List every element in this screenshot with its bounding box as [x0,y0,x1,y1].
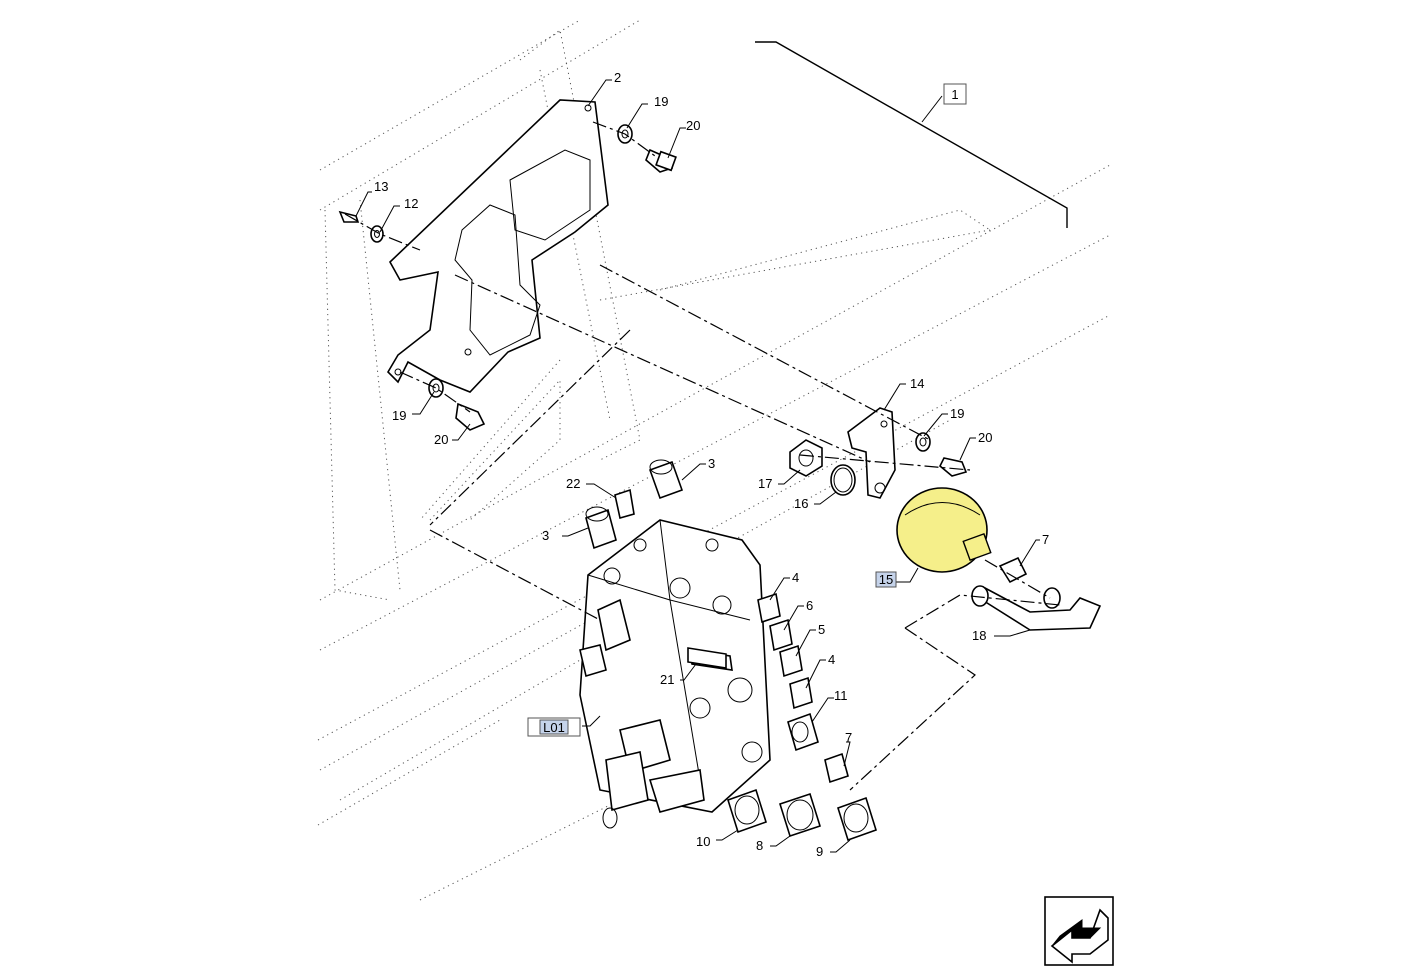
callout-15: 15 [879,572,893,587]
bolt-20-left [455,402,486,431]
callout-13: 13 [374,179,388,194]
fitting-9 [837,796,877,842]
callout-18: 18 [972,628,986,643]
callout-6: 6 [806,598,813,613]
callout-21: 21 [660,672,674,687]
fitting-11 [787,712,819,752]
callout-9: 9 [816,844,823,859]
snap-ring-16 [830,464,856,496]
callout-14: 14 [910,376,924,391]
callout-box-l01-highlight [539,719,569,735]
washer-19-right [915,432,931,452]
callout-11: 11 [834,688,848,703]
assembly-lines [344,121,1061,791]
callout-4-lower: 4 [828,652,835,667]
callout-1: 1 [951,87,958,102]
assembly-bracket [755,41,1068,228]
mounting-plate-2 [386,99,609,393]
leader-lines [355,79,1040,853]
callout-5: 5 [818,622,825,637]
arrow-down-left-icon[interactable] [1044,896,1114,966]
callout-7-upper: 7 [1042,532,1049,547]
callout-19-left: 19 [392,408,406,423]
fitting-4-lower [789,676,813,710]
fitting-3-lower [585,506,617,550]
callout-box-15 [875,571,897,588]
callout-7-lower: 7 [845,730,852,745]
fitting-7-lower [824,752,849,784]
fitting-5 [779,644,803,678]
pipe-18 [971,585,1102,631]
nut-17 [789,439,823,477]
fitting-22 [614,488,635,520]
callout-2: 2 [614,70,621,85]
callout-3-lower: 3 [542,528,549,543]
callout-4-upper: 4 [792,570,799,585]
callout-box-1 [943,83,967,105]
washer-12 [370,225,384,243]
callout-19-right: 19 [950,406,964,421]
callout-labels: 1 2 19 20 13 12 19 20 14 19 20 17 16 15 … [374,70,1049,859]
callout-20-top: 20 [686,118,700,133]
fitting-10 [727,788,767,834]
callout-19-top: 19 [654,94,668,109]
callout-20-left: 20 [434,432,448,447]
bolt-20-right [939,457,968,477]
valve-block [579,519,771,829]
callout-16: 16 [794,496,808,511]
bolt-20-top [645,148,677,173]
fitting-8 [779,792,821,838]
fitting-7-upper [998,556,1028,584]
fitting-3-upper [648,459,684,500]
callout-l01: L01 [543,720,565,735]
callout-17: 17 [758,476,772,491]
callout-22: 22 [566,476,580,491]
callout-20-right: 20 [978,430,992,445]
fitting-4-upper [757,592,781,624]
washer-19-left [428,378,444,398]
callout-10: 10 [696,834,710,849]
fitting-6 [769,618,793,652]
fitting-21 [687,647,727,669]
callout-3-upper: 3 [708,456,715,471]
accumulator-15 [896,487,992,573]
callout-12: 12 [404,196,418,211]
callout-8: 8 [756,838,763,853]
